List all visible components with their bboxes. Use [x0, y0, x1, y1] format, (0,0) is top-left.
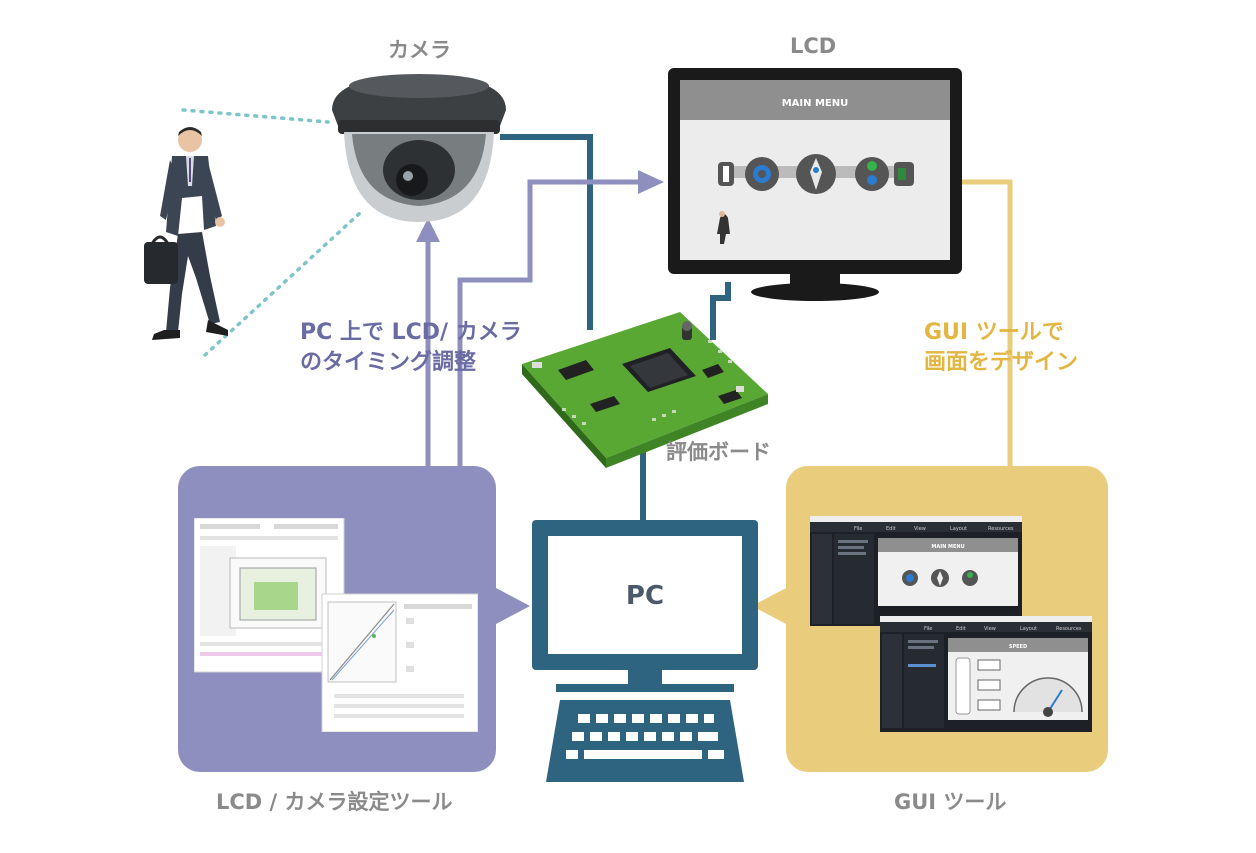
lcd-camera-tool-screenshots [194, 518, 478, 732]
gui-design-caption-line1: GUI ツールで [924, 320, 1064, 345]
camera-arrow-head [416, 218, 440, 242]
gui1-screen-title: MAIN MENU [931, 544, 964, 550]
eval-board-label: 評価ボード [666, 440, 771, 464]
gui1-menu-layout: Layout [950, 526, 967, 532]
pc-label: PC [626, 581, 664, 611]
lcd-camera-tool-label: LCD / カメラ設定ツール [216, 790, 453, 814]
camera-view-line-bottom [203, 211, 362, 357]
pc-timing-caption-line1: PC 上で LCD/ カメラ [300, 320, 522, 345]
pc-timing-caption: PC 上で LCD/ カメラ のタイミング調整 [300, 318, 522, 378]
gui1-menu-resources: Resources [988, 526, 1014, 532]
gui-design-caption-line2: 画面をデザイン [924, 350, 1079, 375]
pc-image: PC [532, 520, 758, 782]
tool-to-lcd-arrow [457, 179, 642, 468]
camera-view-line-top [181, 108, 330, 124]
gui-tool-label: GUI ツール [894, 790, 1007, 814]
board-to-lcd-line [710, 282, 731, 340]
gui1-menu-edit: Edit [886, 526, 896, 532]
gui2-menu-edit: Edit [956, 626, 966, 632]
pc-timing-caption-line2: のタイミング調整 [300, 350, 477, 375]
lcd-monitor-image: MAIN MENU [668, 68, 962, 301]
lcd-tool-to-pc-wedge [496, 588, 530, 624]
gui-tool-screenshots: File Edit View Layout Resources MAIN MEN… [810, 516, 1092, 732]
dome-camera-image [332, 74, 506, 222]
lcd-menu-title: MAIN MENU [782, 98, 849, 109]
gui2-menu-resources: Resources [1056, 626, 1082, 632]
gui-tool-to-pc-wedge [752, 588, 786, 624]
walking-person-image [144, 127, 228, 340]
camera-to-board-line [500, 134, 593, 330]
gui1-menu-file: File [854, 526, 862, 532]
gui2-menu-file: File [924, 626, 932, 632]
gui2-screen-title: SPEED [1009, 644, 1027, 650]
gui2-menu-layout: Layout [1020, 626, 1037, 632]
gui-to-lcd-arrow [948, 179, 1013, 466]
gui-design-caption: GUI ツールで 画面をデザイン [924, 318, 1078, 378]
camera-label: カメラ [388, 38, 451, 62]
gui2-menu-view: View [984, 626, 996, 632]
lcd-arrow-head-left [638, 170, 664, 194]
gui1-menu-view: View [914, 526, 926, 532]
evaluation-board-image [522, 312, 768, 468]
lcd-label: LCD [790, 34, 837, 58]
